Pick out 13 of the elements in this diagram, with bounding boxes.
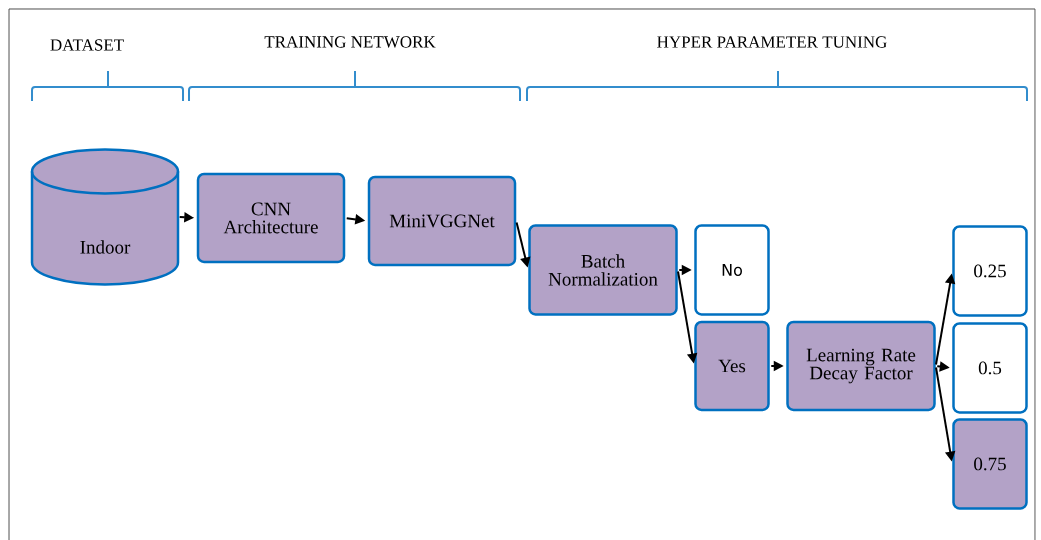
process-box: CNN Architecture [196,172,346,264]
process-box: Batch Normalization [528,224,678,316]
section-heading: DATASET [50,39,124,51]
process-box: Yes [694,320,770,412]
section-heading: TRAINING NETWORK [264,36,436,48]
process-box: 0.25 [952,225,1028,317]
process-box: No [694,224,770,316]
database-cylinder: Indoor [30,148,180,286]
process-box: MiniVGGNet [367,175,517,267]
process-box: Learning Rate Decay Factor [786,320,936,412]
process-box: 0.75 [952,418,1028,510]
section-heading: HYPER PARAMETER TUNING [657,36,887,48]
process-box: 0.5 [952,322,1028,414]
